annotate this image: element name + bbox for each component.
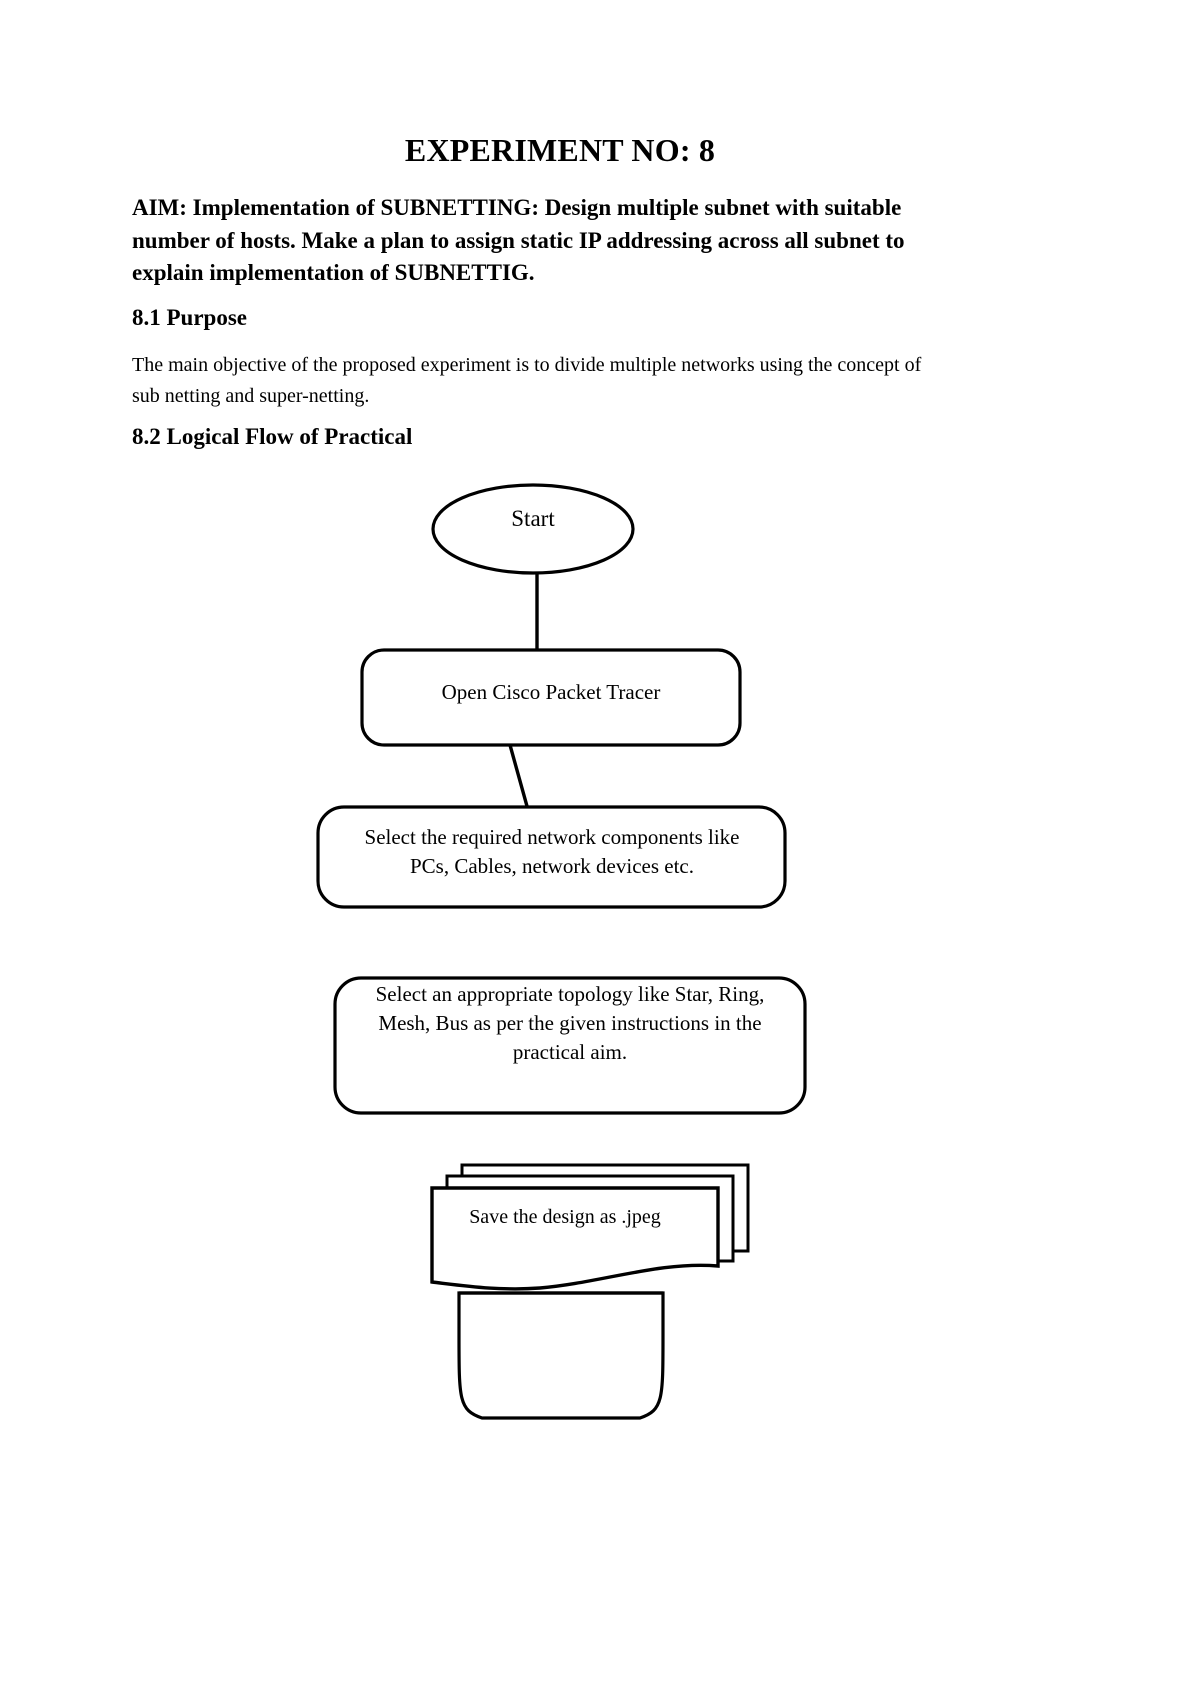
flow-node-topology-shape [333, 976, 807, 1115]
section-heading-purpose: 8.1 Purpose [132, 305, 247, 330]
flow-node-save-shape [430, 1163, 750, 1291]
aim-paragraph: AIM: Implementation of SUBNETTING: Desig… [132, 195, 905, 286]
flow-node-start-shape [431, 483, 635, 575]
flow-node-components-shape [316, 805, 787, 909]
flow-node-open-shape [360, 648, 742, 747]
page-title: EXPERIMENT NO: 8 [404, 132, 716, 168]
purpose-body-text: The main objective of the proposed exper… [132, 354, 922, 407]
flow-node-cylinder-shape [457, 1291, 665, 1420]
flowchart-diagram: Select an appropriate topology like Star… [0, 455, 1200, 1455]
section-heading-logical-flow: 8.2 Logical Flow of Practical [132, 424, 413, 449]
